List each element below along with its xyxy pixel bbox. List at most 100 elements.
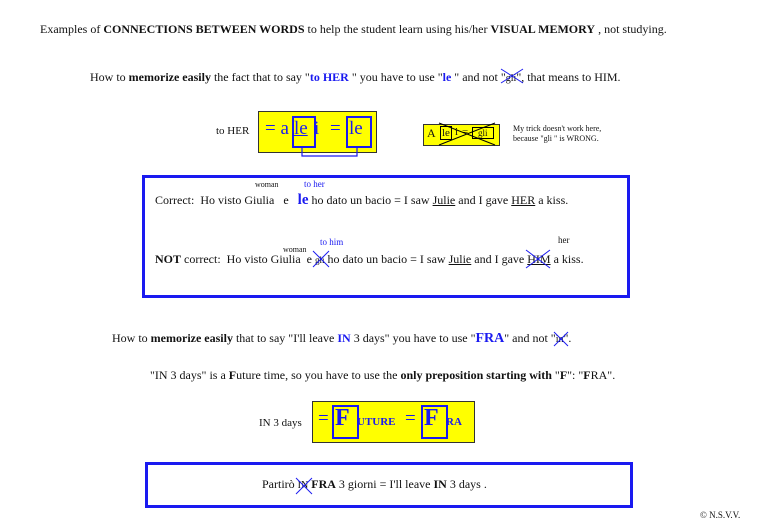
copyright: © N.S.V.V. <box>700 510 741 520</box>
sec1-intro-gli-wrap: gli <box>500 68 524 84</box>
example-in2: IN <box>433 477 447 491</box>
correct-rest: ho dato un bacio = I saw <box>311 193 433 207</box>
fra-F1: F <box>335 405 350 431</box>
correct-le: le <box>297 192 309 208</box>
sec2-intro-mid: that to say "I'll leave <box>232 331 338 345</box>
incorrect-e: e <box>306 252 312 266</box>
sec2-intro-pre: How to <box>112 331 151 345</box>
title-bold-visual: VISUAL MEMORY <box>490 22 596 36</box>
sec1-intro-pre: How to <box>90 70 129 84</box>
title-post: , not studying. <box>595 22 667 36</box>
example-in-wrap: IN <box>295 477 313 495</box>
wrong-formula-box <box>423 124 500 146</box>
fra-F2: F <box>424 405 439 431</box>
sec2-intro-mid3: " and not " <box>504 331 556 345</box>
correct-her: HER <box>511 193 536 207</box>
le-square-2 <box>346 116 372 148</box>
correct-and: and I gave <box>455 193 512 207</box>
f-square-2 <box>421 405 448 439</box>
sec1-intro-bold: memorize easily <box>128 70 211 84</box>
line2-f: F <box>228 368 237 382</box>
formula-le2: le <box>349 118 363 139</box>
correct-julie: Julie <box>432 193 456 207</box>
sec2-intro: How to memorize easily that to say "I'll… <box>112 331 571 347</box>
to-him-annotation: to him <box>320 237 344 247</box>
connector-line <box>301 146 358 157</box>
f-square-1 <box>332 405 359 439</box>
trick-note-2: because "gli " is WRONG. <box>513 134 599 143</box>
fra-eq1: = <box>318 408 329 429</box>
in-3-days-label: IN 3 days <box>259 417 302 429</box>
sec2-future-explanation: "IN 3 days" is a Future time, so you hav… <box>150 368 615 383</box>
incorrect-kiss: a kiss. <box>550 252 584 266</box>
title-mid: to help the student learn using his/her <box>304 22 491 36</box>
wrong-eq: = <box>462 126 469 138</box>
incorrect-ho-visto: Ho visto <box>226 252 268 266</box>
cross-mark-icon <box>525 249 551 269</box>
sec1-intro: How to memorize easily the fact that to … <box>90 68 621 85</box>
cross-mark-icon <box>553 331 569 347</box>
example-rest2: 3 days . <box>446 477 487 491</box>
example-rest: 3 giorni = I'll leave <box>335 477 434 491</box>
woman-annotation-2: woman <box>283 245 307 254</box>
incorrect-giulia: Giulia <box>270 252 301 266</box>
fra-eq2: = <box>405 408 416 429</box>
line2-pre: "IN 3 days" is a <box>150 368 229 382</box>
sec2-intro-post: ". <box>563 331 572 345</box>
incorrect-gli-wrap: gli <box>312 250 330 268</box>
formula-le1: le <box>294 118 308 139</box>
wrong-a: A <box>427 126 436 140</box>
sec1-intro-mid3: " and not " <box>451 70 506 84</box>
to-her-label: to HER <box>216 125 250 137</box>
wrong-cross-icon <box>438 122 496 146</box>
formula-eq1: = a <box>265 118 289 139</box>
wrong-i: i <box>455 126 459 138</box>
correct-giulia: Giulia <box>244 193 275 207</box>
correct-kiss: a kiss. <box>535 193 569 207</box>
formula-eq2: = <box>330 118 341 139</box>
sentence-example-box <box>142 175 630 298</box>
sec2-intro-not-wrap: in <box>553 331 569 347</box>
title-pre: Examples of <box>40 22 104 36</box>
wrong-le: le <box>440 126 452 140</box>
line2-post: RA". <box>590 368 616 382</box>
title-bold-connections: CONNECTIONS BETWEEN WORDS <box>103 22 305 36</box>
fra-example-box <box>145 462 633 508</box>
fra-uture: UTURE <box>357 416 396 428</box>
line2-mid: uture time, so you have to use the <box>236 368 401 382</box>
le-square-1 <box>292 116 316 148</box>
fra-ra: RA <box>446 416 462 428</box>
her-annotation: her <box>558 235 570 245</box>
correct-e: e <box>283 193 289 207</box>
correct-ho-visto: Ho visto <box>200 193 242 207</box>
page-title: Examples of CONNECTIONS BETWEEN WORDS to… <box>40 22 667 37</box>
line2-q2: ": " <box>567 368 584 382</box>
incorrect-him-wrap: HIM <box>525 249 551 269</box>
sec1-intro-post: ", that means to HIM. <box>516 70 621 84</box>
line2-f2: F <box>559 368 568 382</box>
sec2-intro-bold: memorize easily <box>150 331 233 345</box>
incorrect-not: NOT <box>155 252 182 266</box>
sec1-intro-mid2: " you have to use " <box>348 70 443 84</box>
incorrect-rest: ho dato un bacio = I saw <box>327 252 449 266</box>
example-fra: FRA <box>308 477 336 491</box>
incorrect-julie: Julie <box>448 252 472 266</box>
sec1-intro-mid: the fact that to say " <box>210 70 310 84</box>
sec2-intro-mid2: 3 days" you have to use " <box>350 331 476 345</box>
cross-mark-icon <box>312 250 330 268</box>
incorrect-sentence: NOT correct: Ho visto Giulia e gli ho da… <box>155 249 584 269</box>
sec1-intro-le: le <box>442 70 452 84</box>
sec1-intro-to-her: to HER <box>309 70 349 84</box>
sec2-intro-in: IN <box>337 331 351 345</box>
sec1-intro-gli: gli <box>505 73 517 84</box>
example-partiro: Partirò <box>262 477 298 491</box>
formula-i: i <box>314 118 320 139</box>
line2-f3: F <box>583 368 591 382</box>
line2-q: " <box>551 368 560 382</box>
fra-example-sentence: Partirò IN FRA 3 giorni = I'll leave IN … <box>262 477 487 495</box>
correct-label: Correct: <box>155 193 195 207</box>
line2-bold: only preposition starting with <box>400 368 552 382</box>
cross-mark-icon <box>500 68 524 84</box>
woman-annotation: woman <box>255 180 279 189</box>
incorrect-and: and I gave <box>471 252 528 266</box>
